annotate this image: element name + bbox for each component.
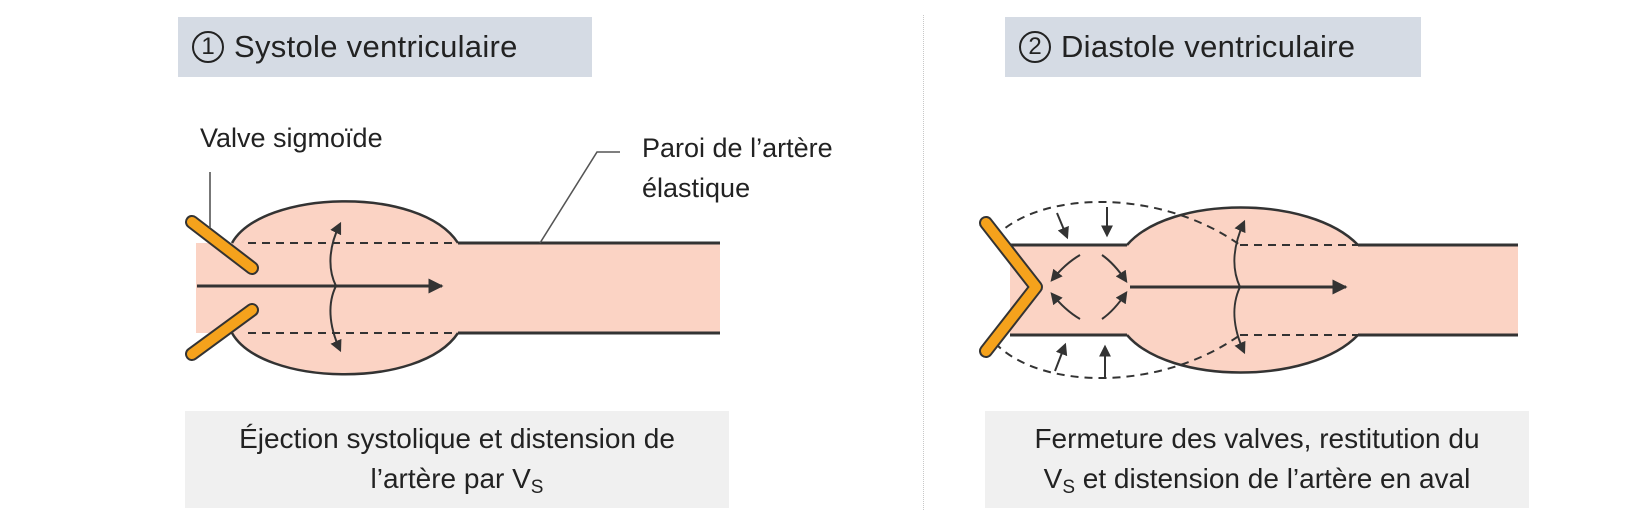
panel1-caption-line2: l’artère par VS <box>185 459 729 499</box>
panel2-number: 2 <box>1019 31 1051 63</box>
panel1-artery <box>196 200 720 376</box>
panel1-title-text: Systole ventriculaire <box>234 29 518 64</box>
panel1-caption: Éjection systolique et distension de l’a… <box>185 411 729 508</box>
panel2-caption-subscript: S <box>1062 477 1075 498</box>
panel2-artery <box>994 201 1518 379</box>
panel2-caption-line2: VS et distension de l’artère en aval <box>985 459 1529 499</box>
panel1-caption-subscript: S <box>530 477 544 498</box>
panel1-leader-lines <box>209 151 620 244</box>
artery-wall-label-line1: Paroi de l’artère <box>642 133 833 163</box>
panel2-caption-line2-prefix: V <box>1043 463 1063 494</box>
panel-divider <box>923 15 924 510</box>
panel2-caption: Fermeture des valves, restitution du VS … <box>985 411 1529 508</box>
panel2-flow-arrows <box>1050 207 1348 377</box>
valve-label: Valve sigmoïde <box>200 123 383 153</box>
panel2-valves <box>979 216 1043 358</box>
panel1-valves <box>185 215 259 361</box>
panel1-caption-line1: Éjection systolique et distension de <box>239 423 675 454</box>
panel1-caption-line2-text: l’artère par V <box>370 463 531 494</box>
panel1-flow-arrows <box>197 221 444 353</box>
panel1-number: 1 <box>192 31 224 63</box>
panel2-caption-line1: Fermeture des valves, restitution du <box>1034 423 1480 454</box>
panel1-title: 1 Systole ventriculaire <box>178 17 592 77</box>
artery-wall-label: Paroi de l’artère élastique <box>642 128 833 208</box>
panel2-title-text: Diastole ventriculaire <box>1061 29 1356 64</box>
artery-wall-label-line2: élastique <box>642 173 751 203</box>
panel2-caption-line2-suffix: et distension de l’artère en aval <box>1075 463 1471 494</box>
panel2-title: 2 Diastole ventriculaire <box>1005 17 1421 77</box>
